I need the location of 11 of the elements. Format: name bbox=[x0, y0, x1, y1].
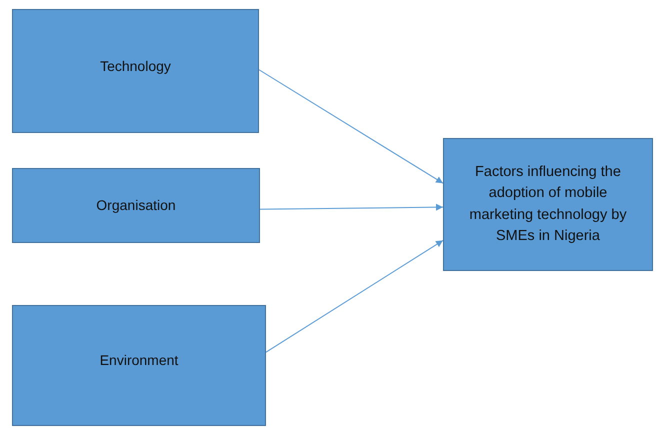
box-label: Organisation bbox=[96, 196, 176, 216]
arrow bbox=[260, 204, 444, 211]
process-box bbox=[12, 168, 260, 243]
process-box bbox=[12, 9, 259, 133]
box-label: Environment bbox=[100, 351, 178, 370]
arrow bbox=[258, 69, 444, 184]
box-label: Factors influencing the adoption of mobile marketing technology by SMEs in Nigeria bbox=[468, 163, 628, 246]
arrow bbox=[266, 240, 444, 353]
box-label: Technology bbox=[100, 56, 171, 76]
process-box bbox=[443, 138, 653, 271]
process-box bbox=[12, 305, 266, 426]
